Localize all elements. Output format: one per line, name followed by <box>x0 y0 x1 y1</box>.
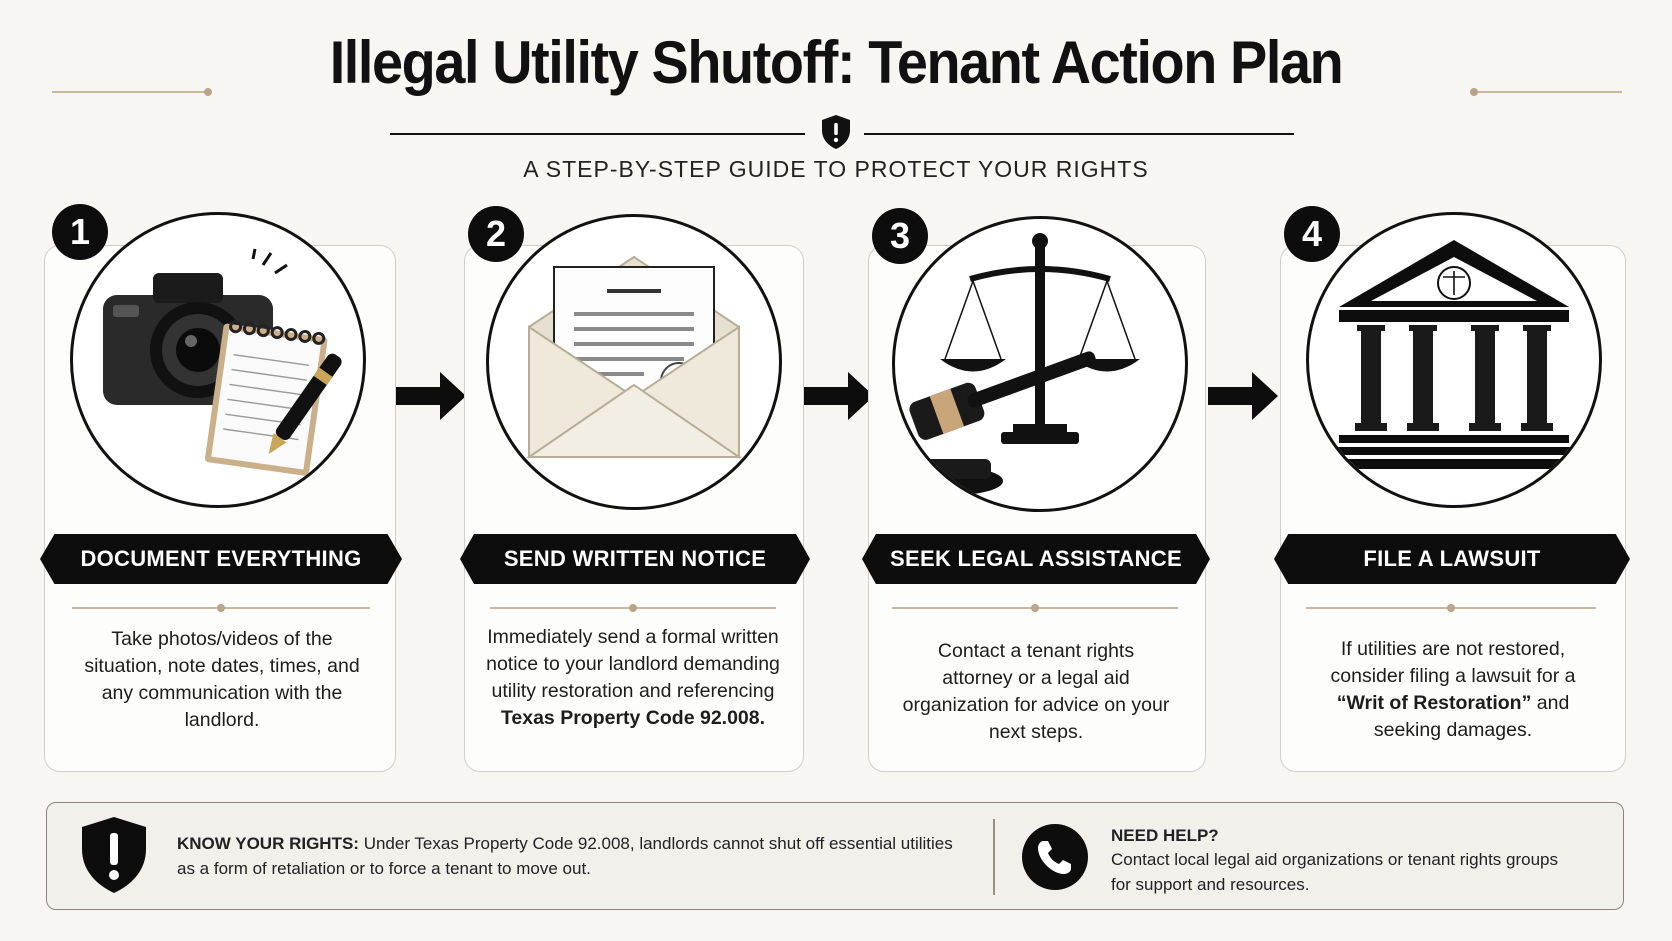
step-description-4-bold: “Writ of Restoration” <box>1336 692 1532 714</box>
step-number-1: 1 <box>52 204 108 260</box>
subtitle-rule-left <box>390 133 805 135</box>
step-number-3: 3 <box>872 208 928 264</box>
page-subtitle: A STEP-BY-STEP GUIDE TO PROTECT YOUR RIG… <box>523 156 1149 182</box>
title-rule-left <box>52 91 208 93</box>
need-help-label: NEED HELP? <box>1111 826 1219 845</box>
step-description-4-post: and seeking damages. <box>1373 692 1570 741</box>
arrow-right-icon <box>1208 372 1278 420</box>
step-description-4: If utilities are not restored, consider … <box>1310 636 1596 744</box>
shield-exclamation-icon <box>82 817 146 893</box>
title-rule-left-dot <box>204 88 212 96</box>
envelope-letter-icon <box>525 255 743 459</box>
footer-panel: KNOW YOUR RIGHTS: Under Texas Property C… <box>46 802 1624 910</box>
step-4-illustration <box>1306 212 1602 508</box>
step-heading-1: DOCUMENT EVERYTHING <box>40 534 402 584</box>
rights-body: Under Texas Property Code 92.008, landlo… <box>177 834 953 878</box>
title-rule-right-dot <box>1470 88 1478 96</box>
step-description-2: Immediately send a formal written notice… <box>478 624 788 732</box>
step-heading-3: SEEK LEGAL ASSISTANCE <box>862 534 1210 584</box>
rights-label: KNOW YOUR RIGHTS: <box>177 834 359 853</box>
know-your-rights-text: KNOW YOUR RIGHTS: Under Texas Property C… <box>177 831 957 881</box>
step-number-4: 4 <box>1284 206 1340 262</box>
need-help-text: Contact local legal aid organizations or… <box>1111 850 1558 894</box>
step-1-illustration <box>70 212 366 508</box>
step-number-2: 2 <box>468 206 524 262</box>
step-description-1: Take photos/videos of the situation, not… <box>84 628 360 731</box>
step-heading-4: FILE A LAWSUIT <box>1274 534 1630 584</box>
courthouse-icon <box>1323 240 1585 469</box>
scales-gavel-icon <box>907 233 1140 495</box>
phone-icon <box>1022 824 1088 890</box>
step-2-illustration <box>486 214 782 510</box>
step-description-2-text: Immediately send a formal written notice… <box>486 626 780 702</box>
step-divider-1 <box>72 604 370 612</box>
arrow-right-icon <box>396 372 466 420</box>
arrow-right-icon <box>804 372 874 420</box>
step-description-4-pre: If utilities are not restored, consider … <box>1330 638 1576 687</box>
footer-separator <box>993 819 995 895</box>
shield-alert-icon <box>822 115 850 149</box>
page-title: Illegal Utility Shutoff: Tenant Action P… <box>329 29 1344 96</box>
subtitle-rule-right <box>864 133 1294 135</box>
title-rule-right <box>1474 91 1622 93</box>
step-description-2-bold: Texas Property Code 92.008. <box>500 707 766 729</box>
step-divider-4 <box>1306 604 1596 612</box>
step-3-illustration <box>892 216 1188 512</box>
step-heading-2: SEND WRITTEN NOTICE <box>460 534 810 584</box>
step-description-3: Contact a tenant rights attorney or a le… <box>902 640 1170 743</box>
step-divider-3 <box>892 604 1178 612</box>
camera-notepad-icon <box>103 248 342 476</box>
step-divider-2 <box>490 604 776 612</box>
